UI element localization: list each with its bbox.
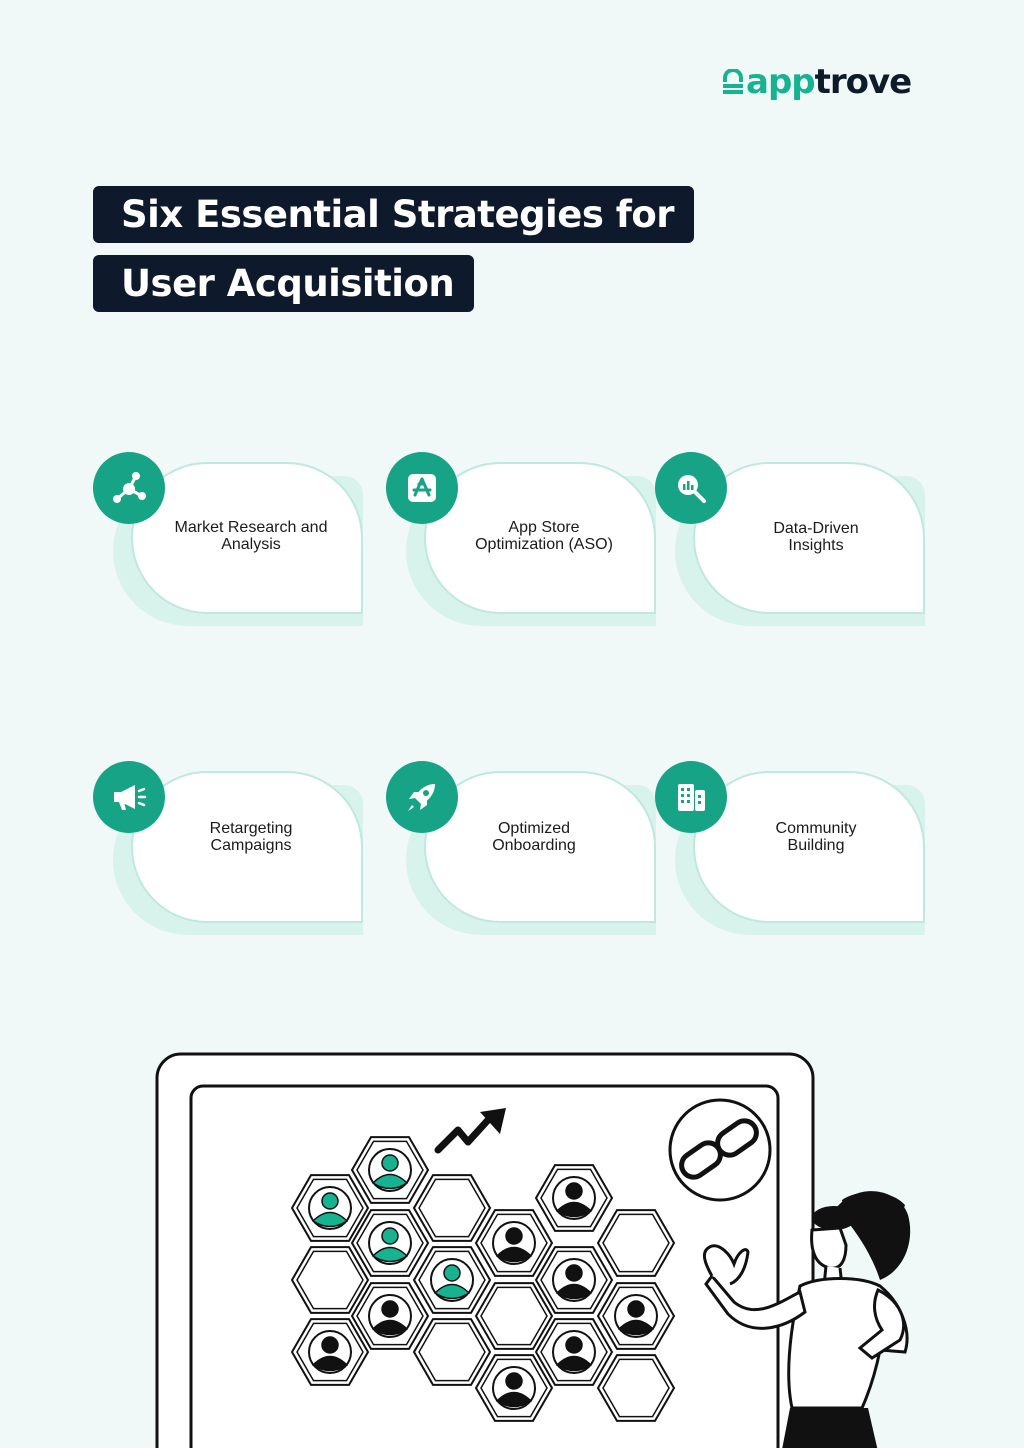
- user-avatar-icon: [614, 1294, 658, 1338]
- presenting-woman: [703, 1191, 911, 1448]
- magnifier-chart-icon: [655, 452, 727, 524]
- strategy-card-retargeting: Retargeting Campaigns: [93, 761, 391, 941]
- brand-name-accent: app: [746, 62, 816, 102]
- hexagon-cell: [474, 1282, 554, 1350]
- user-avatar-icon: [308, 1186, 352, 1230]
- user-avatar-icon: [492, 1366, 536, 1410]
- user-avatar-icon: [368, 1221, 412, 1265]
- hexagon-cell: [412, 1318, 492, 1386]
- logo-mark-icon: [723, 69, 743, 94]
- hexagon-user-grid: [290, 1136, 676, 1422]
- hexagon-cell: [596, 1209, 676, 1277]
- user-avatar-icon: [368, 1294, 412, 1338]
- network-hub-icon: [93, 452, 165, 524]
- strategy-label: App Store Optimization (ASO): [475, 519, 613, 553]
- user-avatar-icon: [368, 1148, 412, 1192]
- app-store-icon: [386, 452, 458, 524]
- trend-arrow-icon: [434, 1116, 492, 1154]
- link-icon: [668, 1098, 772, 1202]
- page-title-line-1: Six Essential Strategies for: [93, 186, 694, 243]
- strategy-label: Market Research and Analysis: [174, 519, 328, 553]
- user-avatar-icon: [552, 1176, 596, 1220]
- strategy-card-data-insights: Data-Driven Insights: [655, 452, 953, 632]
- strategy-card-market-research: Market Research and Analysis: [93, 452, 391, 632]
- megaphone-icon: [93, 761, 165, 833]
- rocket-icon: [386, 761, 458, 833]
- user-avatar-icon: [552, 1258, 596, 1302]
- user-avatar-icon: [430, 1258, 474, 1302]
- hexagon-cell: [596, 1354, 676, 1422]
- user-avatar-icon: [308, 1330, 352, 1374]
- strategy-card-aso: App Store Optimization (ASO): [386, 452, 684, 632]
- hexagon-cell: [290, 1246, 370, 1314]
- strategy-card-onboarding: Optimized Onboarding: [386, 761, 684, 941]
- strategy-card-community: Community Building: [655, 761, 953, 941]
- network-growth-illustration: [155, 1052, 911, 1448]
- hexagon-cell: [412, 1174, 492, 1242]
- user-avatar-icon: [492, 1221, 536, 1265]
- strategy-label: Community Building: [775, 820, 857, 854]
- brand-name-rest: trove: [814, 62, 913, 102]
- buildings-icon: [655, 761, 727, 833]
- page-title-line-2: User Acquisition: [93, 255, 475, 312]
- strategy-label: Data-Driven Insights: [773, 520, 859, 554]
- brand-logo: app trove: [722, 60, 913, 104]
- user-avatar-icon: [552, 1330, 596, 1374]
- strategy-label: Retargeting Campaigns: [209, 820, 293, 854]
- strategy-label: Optimized Onboarding: [492, 820, 576, 854]
